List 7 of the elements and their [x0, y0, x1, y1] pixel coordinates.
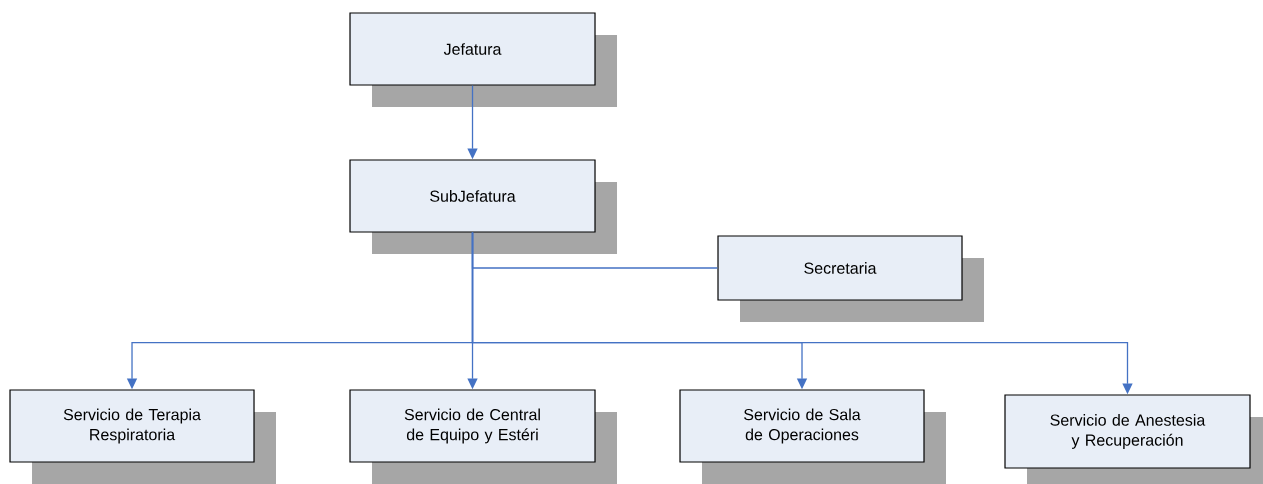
org-box: Servicio de Terapia Respiratoria: [9, 389, 276, 484]
org-box: Secretaria: [717, 235, 984, 322]
org-box: Servicio de Central de Equipo y Estéri: [349, 389, 617, 484]
org-box: Servicio de Anestesia y Recuperación: [1004, 394, 1263, 484]
org-box: SubJefatura: [349, 159, 617, 254]
org-box: Servicio de Sala de Operaciones: [679, 389, 946, 484]
org-box: Jefatura: [349, 12, 617, 107]
